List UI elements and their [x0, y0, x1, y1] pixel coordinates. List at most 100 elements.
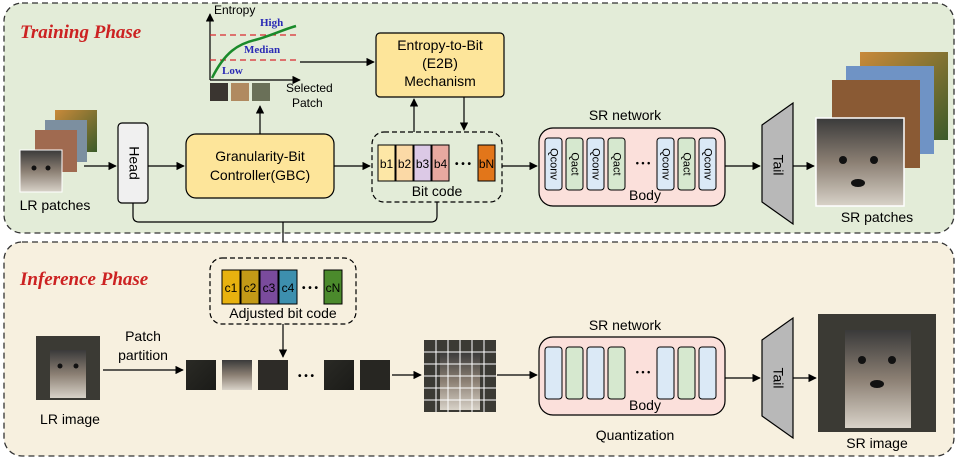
- selected-patch-label-line1: Selected: [286, 81, 333, 95]
- qconv-block: [656, 346, 675, 400]
- qconv-block: [544, 137, 563, 191]
- partitioned-patches: • • •: [186, 360, 390, 390]
- code-cell: [323, 269, 343, 305]
- qconv-label: Qconv: [590, 148, 602, 180]
- inference-arrows: [103, 324, 817, 383]
- qact-block: [607, 346, 626, 400]
- bit-cell: [431, 144, 450, 182]
- e2b-label-line1: Entropy-to-Bit: [397, 37, 483, 53]
- entropy-high-label: High: [260, 17, 283, 29]
- bit-label: bN: [479, 157, 494, 171]
- image-patch: [324, 360, 354, 390]
- code-label: cN: [326, 281, 341, 295]
- code-label: c3: [263, 281, 276, 295]
- qact-block: [677, 346, 696, 400]
- qact-label: Qact: [569, 152, 581, 175]
- sr-patches-label: SR patches: [841, 209, 913, 225]
- tail-block-training: Tail: [761, 101, 794, 226]
- training-phase-title: Training Phase: [20, 22, 142, 43]
- qconv-block: [698, 346, 717, 400]
- entropy-plot: Entropy High Median Low Selected Patch: [205, 3, 333, 110]
- gridded-image: [424, 340, 496, 412]
- qconv-block: [698, 137, 717, 191]
- tail-label-inference: Tail: [770, 367, 786, 388]
- qconv-block: [656, 137, 675, 191]
- entropy-axis-label: Entropy: [214, 3, 255, 17]
- sr-image: [818, 314, 936, 432]
- network-ellipsis: • • •: [636, 158, 650, 168]
- image-patch: [360, 360, 390, 390]
- sr-network-training: Qconv Qact Qconv Qact Qconv Qact Qconv Body • …: [538, 127, 726, 207]
- tail-block-inference: Tail: [761, 316, 794, 440]
- quantized-blocks: Qconv Qact Qconv Qact Qconv Qact Qconv: [544, 137, 717, 191]
- sr-network-inference: Body • • •: [538, 336, 726, 416]
- adjusted-bit-code-group: c1 c2 c3 c4 cN • • • Adjusted bit code: [209, 257, 357, 325]
- quantized-blocks-inference: [544, 346, 717, 400]
- code-label: c1: [225, 281, 238, 295]
- bit-label: b1: [380, 157, 394, 171]
- head-label: Head: [126, 146, 142, 179]
- gbc-label-line2: Controller(GBC): [210, 167, 310, 183]
- lr-image-label: LR image: [40, 411, 100, 427]
- lr-patches-stack: [19, 110, 97, 193]
- qact-label: Qact: [611, 152, 623, 175]
- selected-patch-thumb: [252, 83, 270, 101]
- selected-patch-thumb: [210, 83, 228, 101]
- qact-label: Qact: [681, 152, 693, 175]
- qconv-label: Qconv: [548, 148, 560, 180]
- tail-label-training: Tail: [770, 154, 786, 175]
- code-label: c2: [244, 281, 257, 295]
- code-label: c4: [282, 281, 295, 295]
- entropy-low-label: Low: [222, 65, 243, 77]
- qconv-block: [544, 346, 563, 400]
- qact-block: [565, 137, 584, 191]
- body-label-training: Body: [629, 187, 661, 203]
- patch-partition-label-line2: partition: [118, 347, 168, 363]
- qconv-label: Qconv: [660, 148, 672, 180]
- bit-code-label: Bit code: [412, 183, 463, 199]
- bit-label: b4: [434, 157, 448, 171]
- selected-patch-thumb: [231, 83, 249, 101]
- bit-cell: [477, 144, 496, 182]
- lr-image: [36, 336, 100, 400]
- code-cell: [240, 269, 260, 305]
- bit-cell: [413, 144, 432, 182]
- e2b-block: Entropy-to-Bit (E2B) Mechanism: [375, 32, 505, 98]
- sr-network-label-inference: SR network: [589, 317, 662, 333]
- code-cell: [278, 269, 298, 305]
- sr-patches-stack: [815, 52, 948, 207]
- image-patch: [222, 360, 252, 390]
- qconv-label: Qconv: [702, 148, 714, 180]
- bit-ellipsis: • • •: [455, 159, 472, 170]
- bit-cell: [395, 144, 414, 182]
- qconv-block: [586, 137, 605, 191]
- quantization-label: Quantization: [596, 427, 675, 443]
- code-cell: [259, 269, 279, 305]
- inference-phase-title: Inference Phase: [19, 269, 149, 290]
- entropy-median-label: Median: [244, 44, 280, 56]
- sr-network-label-training: SR network: [589, 107, 662, 123]
- qconv-block: [586, 346, 605, 400]
- code-ellipsis: • • •: [302, 283, 319, 294]
- adjusted-bit-code-label: Adjusted bit code: [229, 305, 337, 321]
- image-patch: [186, 360, 216, 390]
- head-block: Head: [117, 122, 149, 204]
- patch-ellipsis: • • •: [298, 371, 315, 382]
- sr-image-label: SR image: [846, 435, 908, 451]
- e2b-label-line2: (E2B): [422, 55, 458, 71]
- bit-label: b2: [398, 157, 412, 171]
- bit-cell: [377, 144, 396, 182]
- e2b-label-line3: Mechanism: [404, 73, 476, 89]
- gbc-block: Granularity-Bit Controller(GBC): [185, 133, 335, 199]
- qact-block: [607, 137, 626, 191]
- body-label-inference: Body: [629, 397, 661, 413]
- bit-label: b3: [416, 157, 430, 171]
- gbc-label-line1: Granularity-Bit: [215, 148, 305, 164]
- network-ellipsis-inference: • • •: [636, 367, 650, 377]
- lr-patches-label: LR patches: [20, 197, 91, 213]
- bit-code-group: b1 b2 b3 b4 bN • • • Bit code: [371, 131, 503, 203]
- selected-patch-label-line2: Patch: [292, 96, 323, 110]
- patch-partition-label-line1: Patch: [125, 328, 161, 344]
- image-patch: [258, 360, 288, 390]
